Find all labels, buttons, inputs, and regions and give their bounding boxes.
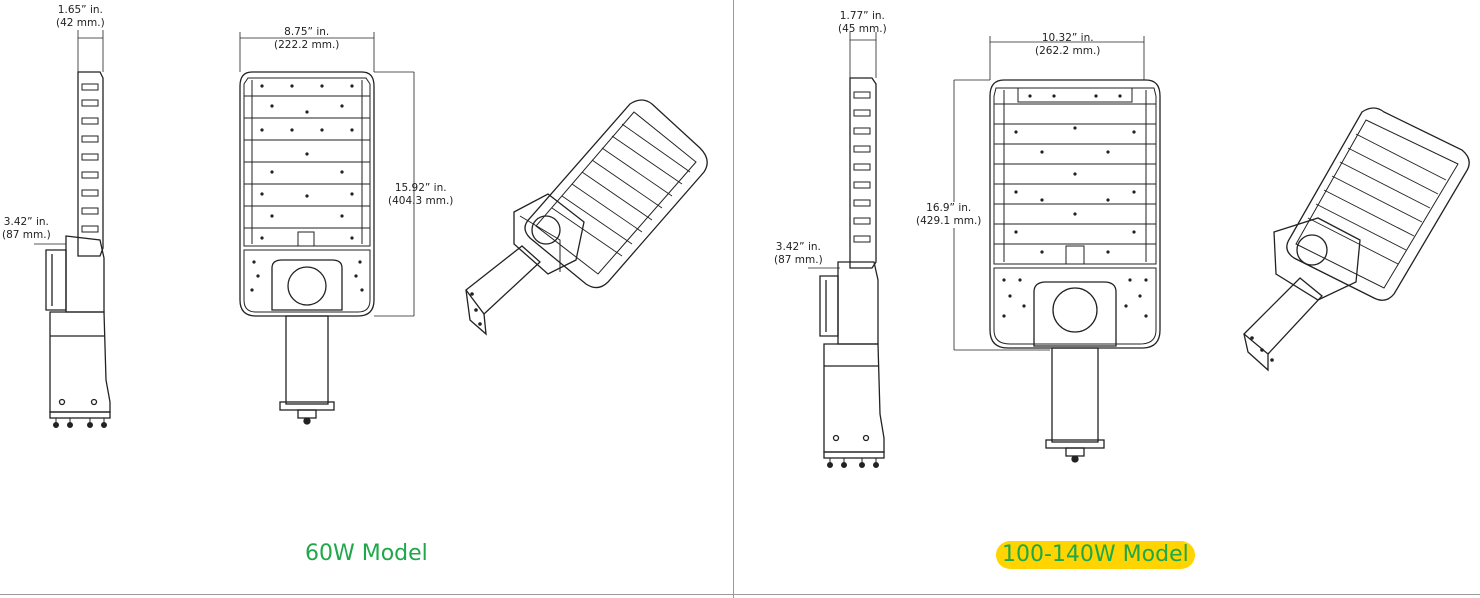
right-depth-label: 1.77” in. (45 mm.) — [838, 10, 887, 36]
model-label-100-140w: 100-140W Model — [996, 541, 1195, 569]
left-depth-mm: (42 mm.) — [56, 17, 105, 29]
left-height-mm: (404.3 mm.) — [388, 195, 454, 207]
right-depth-in: 1.77” in. — [839, 10, 885, 22]
right-width-mm: (262.2 mm.) — [1035, 45, 1101, 57]
right-arm-in: 3.42” in. — [775, 241, 821, 253]
right-arm-mm: (87 mm.) — [774, 254, 823, 266]
bottom-rule — [0, 594, 1480, 595]
left-arm-mm: (87 mm.) — [2, 229, 51, 241]
right-width-in: 10.32” in. — [1041, 32, 1094, 44]
left-arm-in: 3.42” in. — [3, 216, 49, 228]
left-iso-view — [465, 99, 708, 336]
left-depth-in: 1.65” in. — [57, 4, 103, 16]
left-side-view — [34, 30, 111, 428]
right-height-mm: (429.1 mm.) — [916, 215, 982, 227]
right-front-view — [953, 36, 1161, 463]
right-arm-label: 3.42” in. (87 mm.) — [774, 241, 823, 267]
right-width-label: 10.32” in. (262.2 mm.) — [1035, 32, 1100, 58]
right-side-view — [808, 32, 885, 468]
panel-divider — [733, 0, 734, 598]
right-height-label: 16.9” in. (429.1 mm.) — [916, 202, 982, 228]
right-depth-mm: (45 mm.) — [838, 23, 887, 35]
right-iso-view — [1243, 107, 1470, 372]
left-front-view — [239, 32, 415, 425]
model-label-60w: 60W Model — [305, 541, 428, 566]
left-height-in: 15.92” in. — [394, 182, 447, 194]
right-height-in: 16.9” in. — [926, 202, 972, 214]
left-width-label: 8.75” in. (222.2 mm.) — [274, 26, 339, 52]
left-arm-label: 3.42” in. (87 mm.) — [2, 216, 51, 242]
left-depth-label: 1.65” in. (42 mm.) — [56, 4, 105, 30]
left-height-label: 15.92” in. (404.3 mm.) — [388, 182, 453, 208]
left-width-mm: (222.2 mm.) — [274, 39, 340, 51]
left-width-in: 8.75” in. — [284, 26, 330, 38]
